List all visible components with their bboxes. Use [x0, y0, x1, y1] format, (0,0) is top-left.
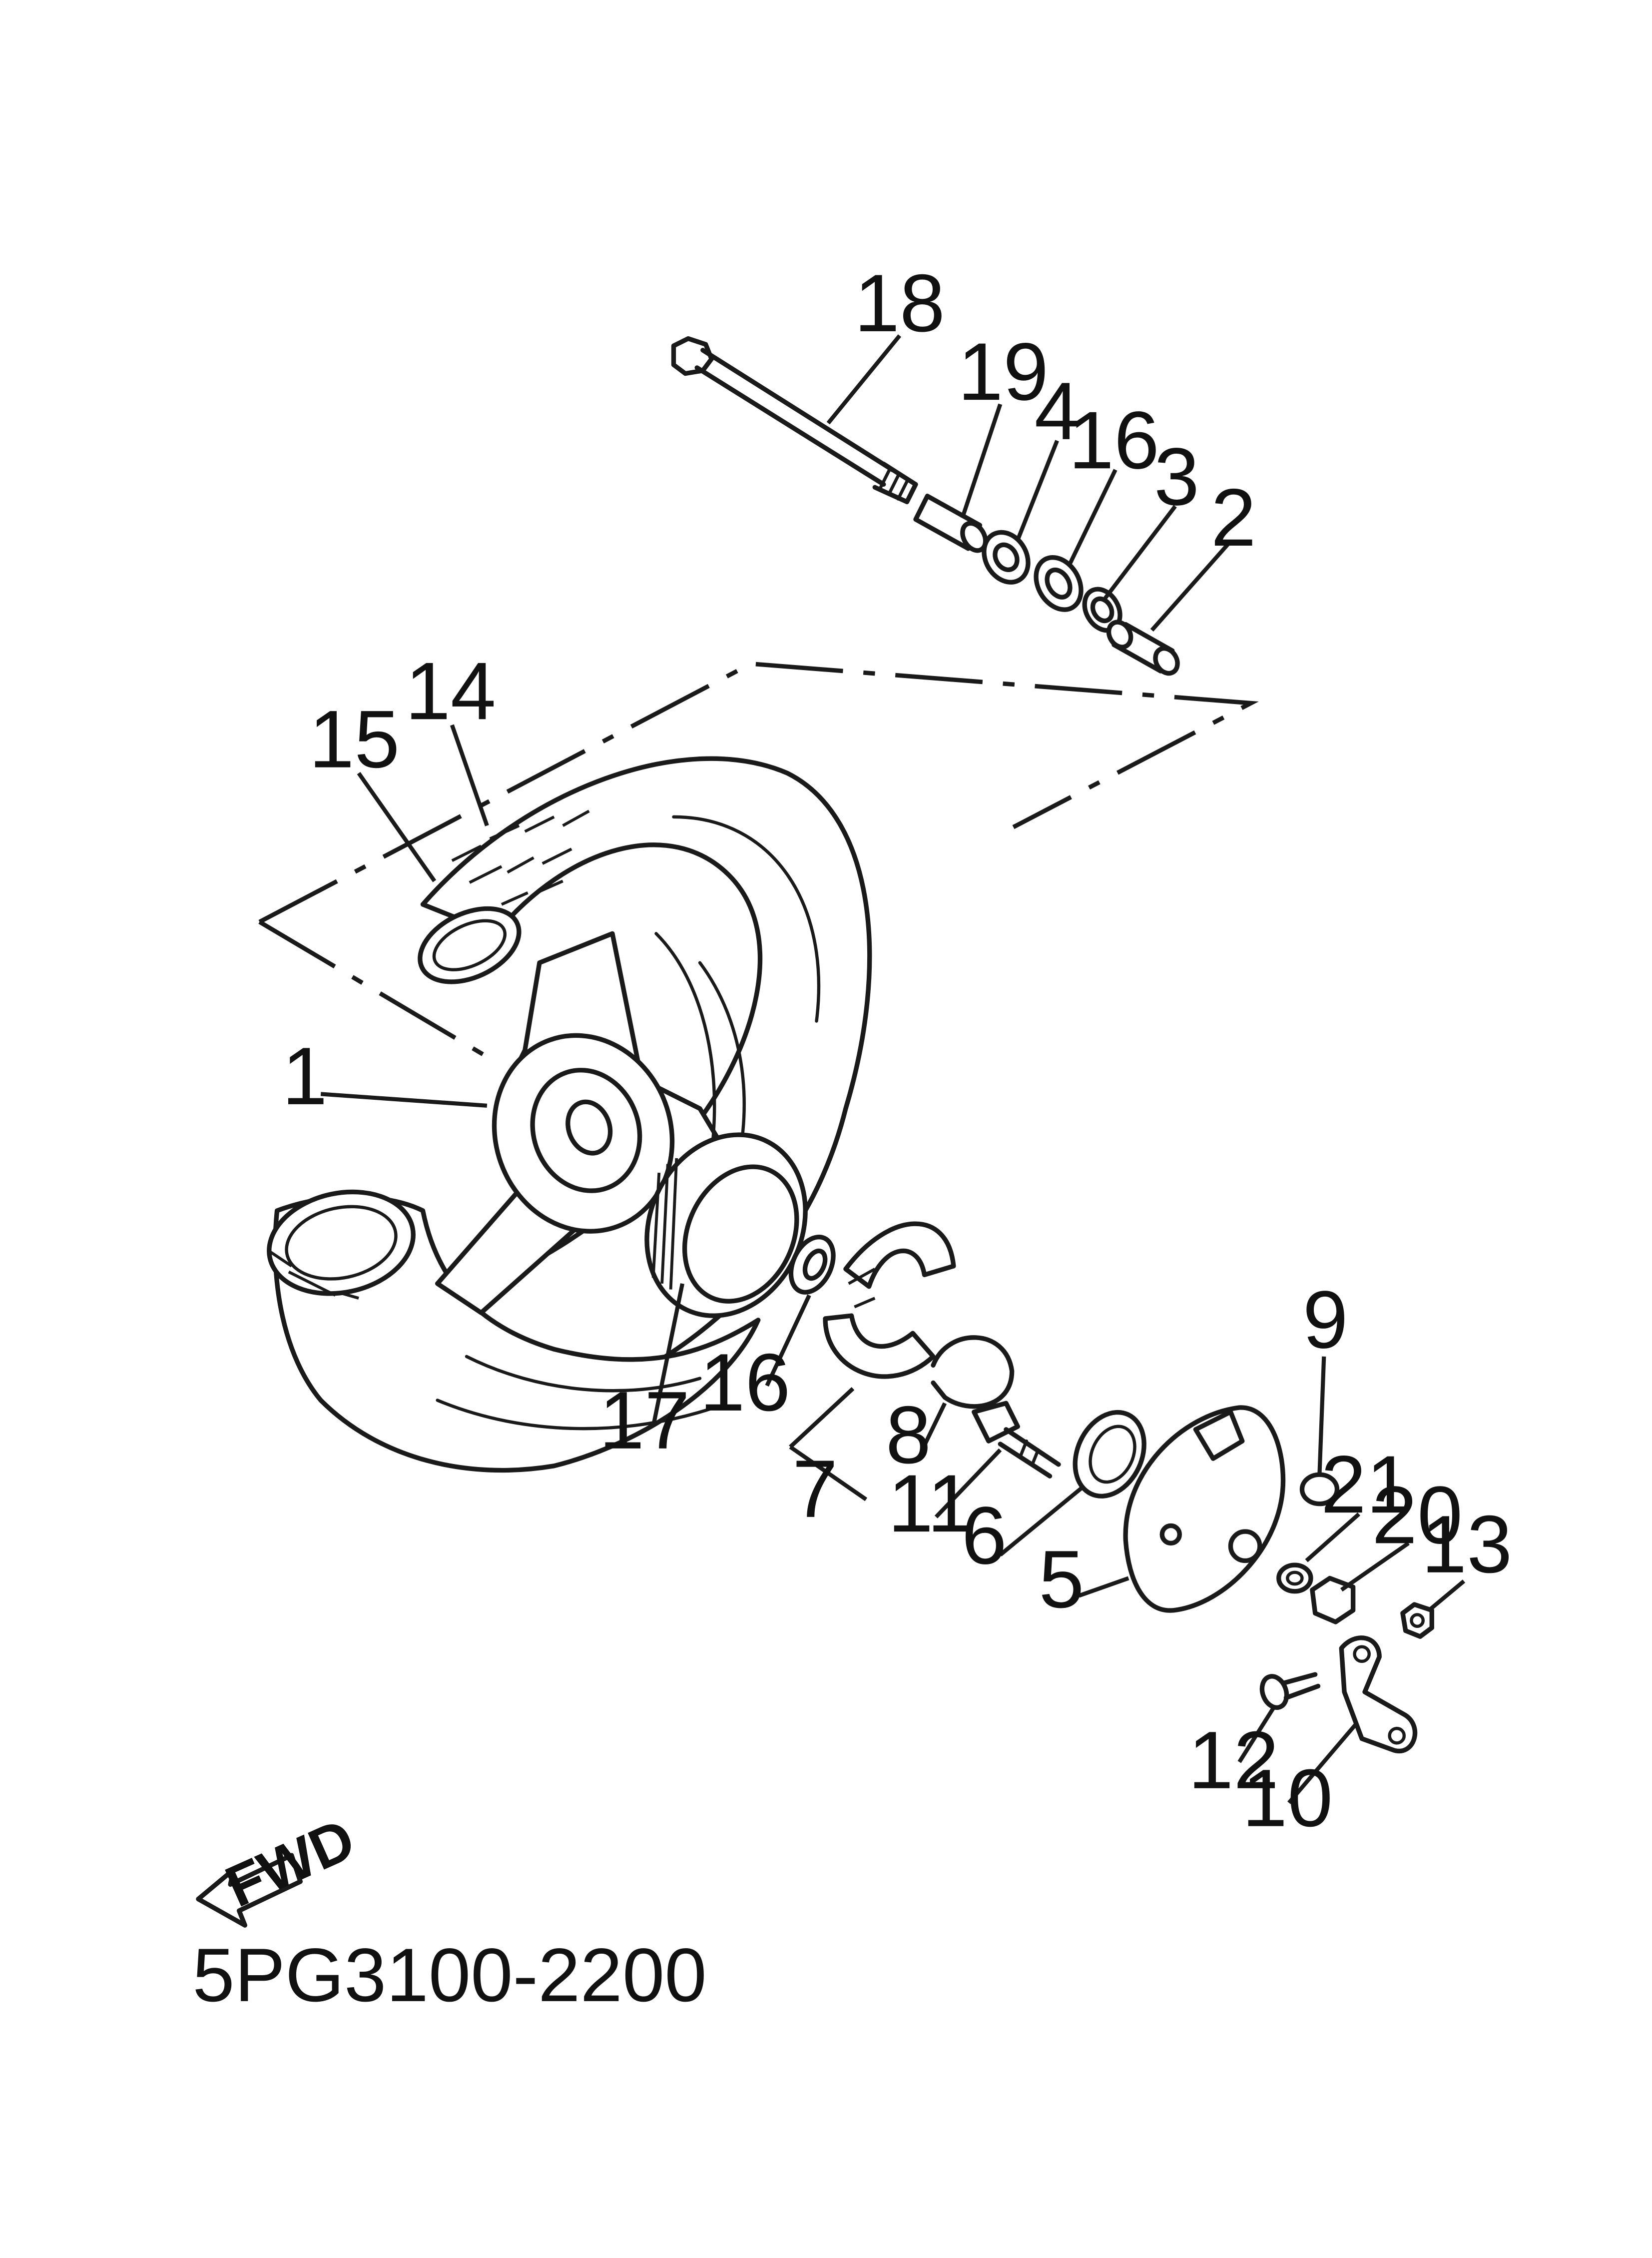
axle — [671, 336, 918, 505]
callout-15: 15 — [309, 694, 400, 785]
callout-17: 17 — [599, 1375, 690, 1466]
oil-seal-4 — [982, 530, 1031, 585]
callout-13: 13 — [1421, 1499, 1512, 1590]
callout-9: 9 — [1303, 1274, 1348, 1365]
seal-3 — [1082, 587, 1122, 633]
callout-14: 14 — [405, 645, 496, 737]
bearing-16-upper — [1034, 555, 1084, 612]
collar-9 — [1299, 1472, 1340, 1506]
callout-16-upper: 16 — [1069, 394, 1159, 486]
callout-4: 4 — [1035, 365, 1080, 457]
oil-seal-6 — [1073, 1410, 1146, 1499]
assembly-outline — [258, 661, 1259, 1064]
callout-12: 12 — [1188, 1714, 1279, 1806]
callout-7: 7 — [792, 1443, 838, 1534]
callout-20: 20 — [1372, 1469, 1463, 1560]
callout-21: 21 — [1321, 1439, 1412, 1530]
callout-5: 5 — [1039, 1533, 1084, 1625]
callout-11: 11 — [888, 1458, 973, 1549]
callouts: 1 2 3 4 5 6 7 8 9 10 11 12 13 14 15 16 1… — [282, 257, 1513, 1844]
callout-10: 10 — [1242, 1752, 1333, 1844]
callout-2: 2 — [1211, 472, 1256, 563]
spring-8 — [931, 1335, 1015, 1409]
wheel-rim — [435, 931, 746, 1315]
callout-3: 3 — [1154, 431, 1199, 522]
spacer-19 — [913, 494, 988, 553]
fwd-label: FWD — [216, 1806, 364, 1920]
washer-21 — [1276, 1562, 1313, 1594]
leader-lines — [320, 334, 1466, 1804]
brake-shoe-set — [823, 1221, 956, 1379]
bearing-16-lower — [788, 1234, 836, 1295]
collar-2 — [1106, 620, 1180, 676]
camshaft-11 — [972, 1401, 1061, 1479]
callout-16-lower: 16 — [700, 1337, 791, 1428]
callout-18: 18 — [854, 257, 945, 349]
forward-arrow-icon: FWD — [196, 1806, 364, 1928]
brake-drum — [644, 1132, 808, 1318]
part-code: 5PG3100-2200 — [192, 1933, 706, 2018]
callout-8: 8 — [886, 1389, 931, 1481]
brake-shoe-plate — [1123, 1405, 1286, 1613]
callout-6: 6 — [962, 1490, 1007, 1581]
nut-13 — [1400, 1602, 1434, 1639]
callout-1: 1 — [282, 1030, 328, 1122]
bolt-12 — [1259, 1672, 1321, 1710]
callout-19: 19 — [958, 326, 1049, 417]
camshaft-lever — [1339, 1635, 1418, 1754]
